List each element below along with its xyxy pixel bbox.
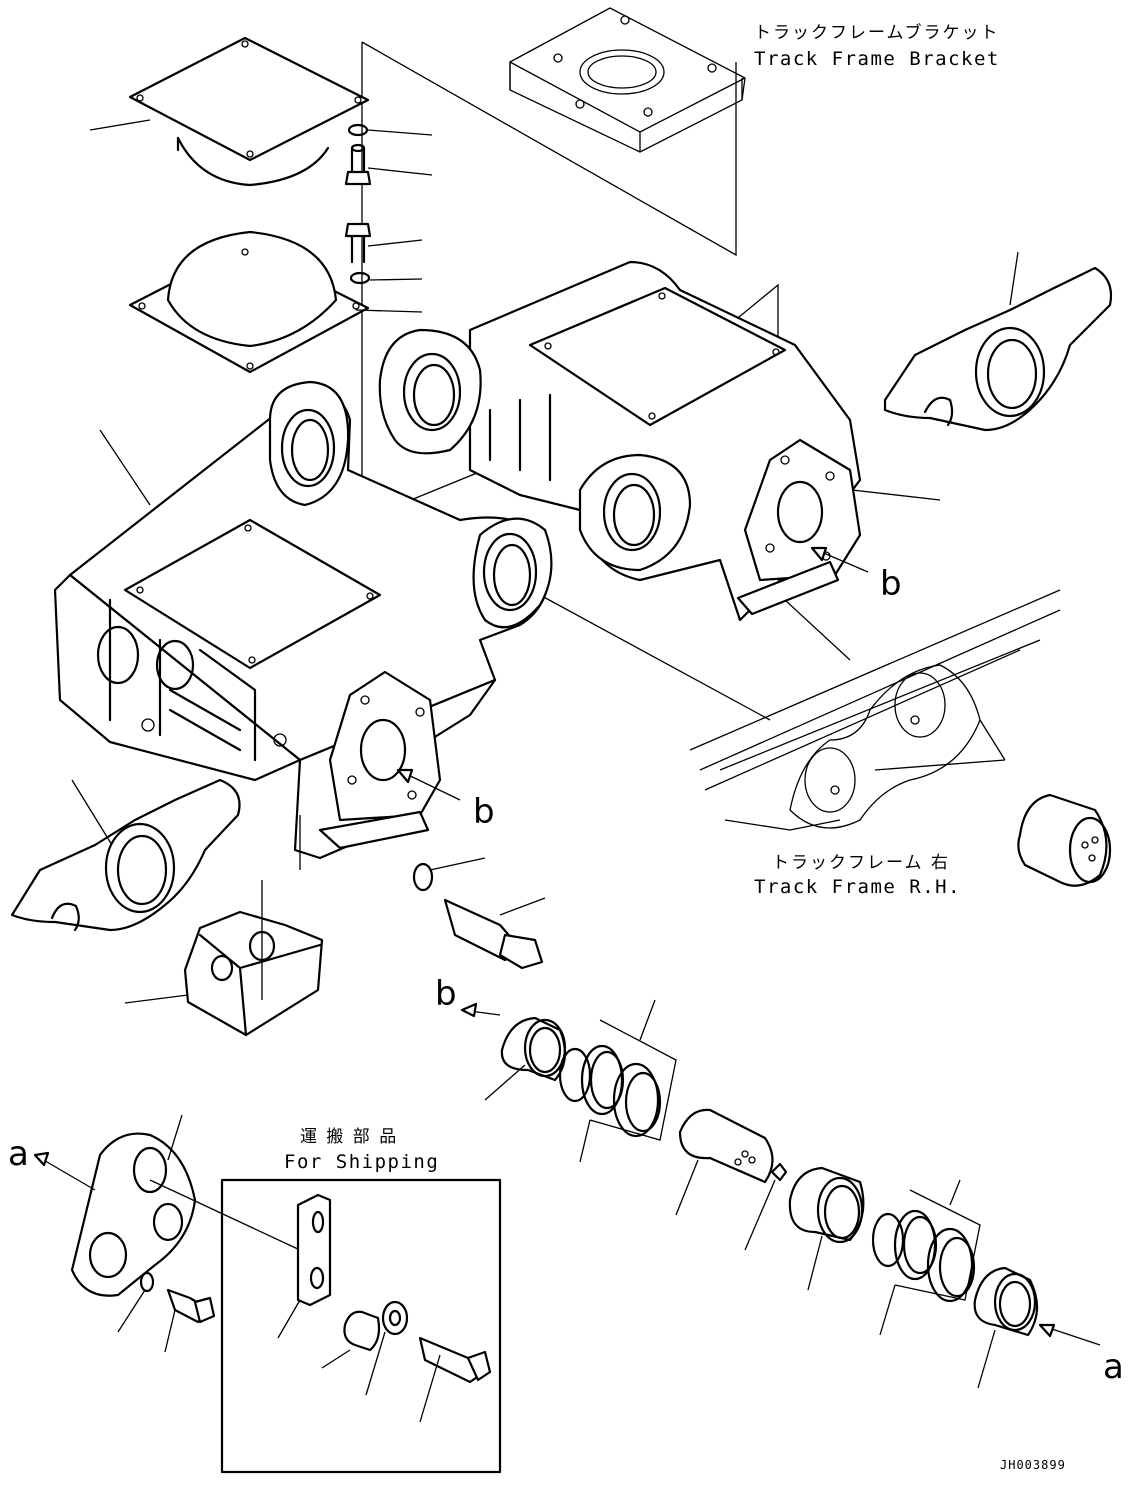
shipping-label-en: For Shipping	[284, 1151, 439, 1173]
upper-fasteners	[344, 123, 433, 285]
ref-b-right: b	[880, 564, 902, 604]
ref-b-bearing: b	[435, 974, 457, 1014]
ref-b-left: b	[473, 792, 495, 832]
shipping-plate	[33, 1114, 301, 1353]
left-side-link	[10, 778, 241, 932]
support-block	[124, 815, 324, 1037]
frame-label-jp: トラックフレーム 右	[772, 853, 950, 873]
drawing-code: JH003899	[1000, 1458, 1066, 1472]
frame-label: トラックフレーム 右 Track Frame R.H.	[754, 853, 961, 898]
reference-letters: b b b a a	[8, 546, 1124, 1387]
bracket-label-jp: トラックフレームブラケット	[754, 22, 999, 43]
upper-cover-plate	[89, 36, 370, 187]
track-frame-rh	[689, 589, 1061, 831]
right-equalizer-frame	[378, 260, 941, 622]
ref-a-left: a	[8, 1134, 29, 1174]
pin-bolt	[412, 857, 546, 970]
left-equalizer-frame	[53, 380, 553, 860]
track-frame-bracket	[509, 7, 746, 153]
lower-cover-plate	[128, 230, 423, 374]
right-side-link	[883, 251, 1113, 432]
bracket-label: トラックフレームブラケット Track Frame Bracket	[754, 22, 1000, 70]
shipping-label-jp: 運 搬 部 品	[300, 1127, 398, 1147]
ref-a-right: a	[1103, 1347, 1124, 1387]
bearing-assembly	[460, 999, 1101, 1389]
shipping-box: 運 搬 部 品 For Shipping	[220, 1127, 502, 1474]
bracket-label-en: Track Frame Bracket	[754, 48, 1000, 70]
frame-bushing	[1017, 793, 1112, 887]
frame-label-en: Track Frame R.H.	[754, 876, 961, 898]
